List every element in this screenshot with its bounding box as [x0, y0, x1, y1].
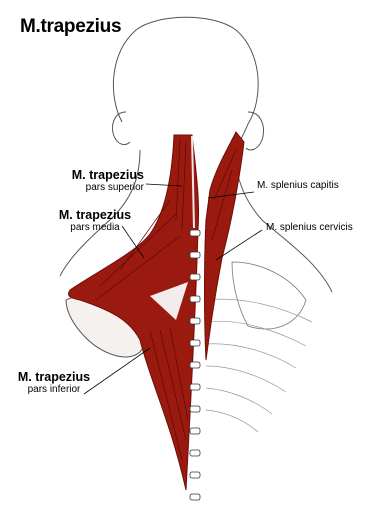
label-pars-media-part: pars media — [36, 222, 154, 234]
right-scapula — [232, 262, 306, 329]
label-pars-inferior-name: M. trapezius — [6, 370, 102, 384]
label-pars-media: M. trapezius pars media — [36, 208, 154, 234]
label-pars-superior-name: M. trapezius — [28, 168, 144, 182]
neck-outline-right — [234, 150, 332, 292]
label-pars-superior-part: pars superior — [28, 182, 144, 194]
head-outline — [113, 17, 258, 146]
page-title: M.trapezius — [20, 16, 121, 38]
label-pars-media-name: M. trapezius — [36, 208, 154, 222]
rib-lines — [206, 299, 312, 432]
label-splenius-cervicis: M. splenius cervicis — [266, 222, 353, 234]
label-pars-inferior: M. trapezius pars inferior — [6, 370, 102, 396]
label-pars-superior: M. trapezius pars superior — [28, 168, 144, 194]
label-pars-inferior-part: pars inferior — [6, 384, 102, 396]
label-splenius-capitis: M. splenius capitis — [257, 180, 339, 192]
left-ear-outline — [113, 112, 131, 144]
right-ear-outline — [246, 112, 263, 150]
